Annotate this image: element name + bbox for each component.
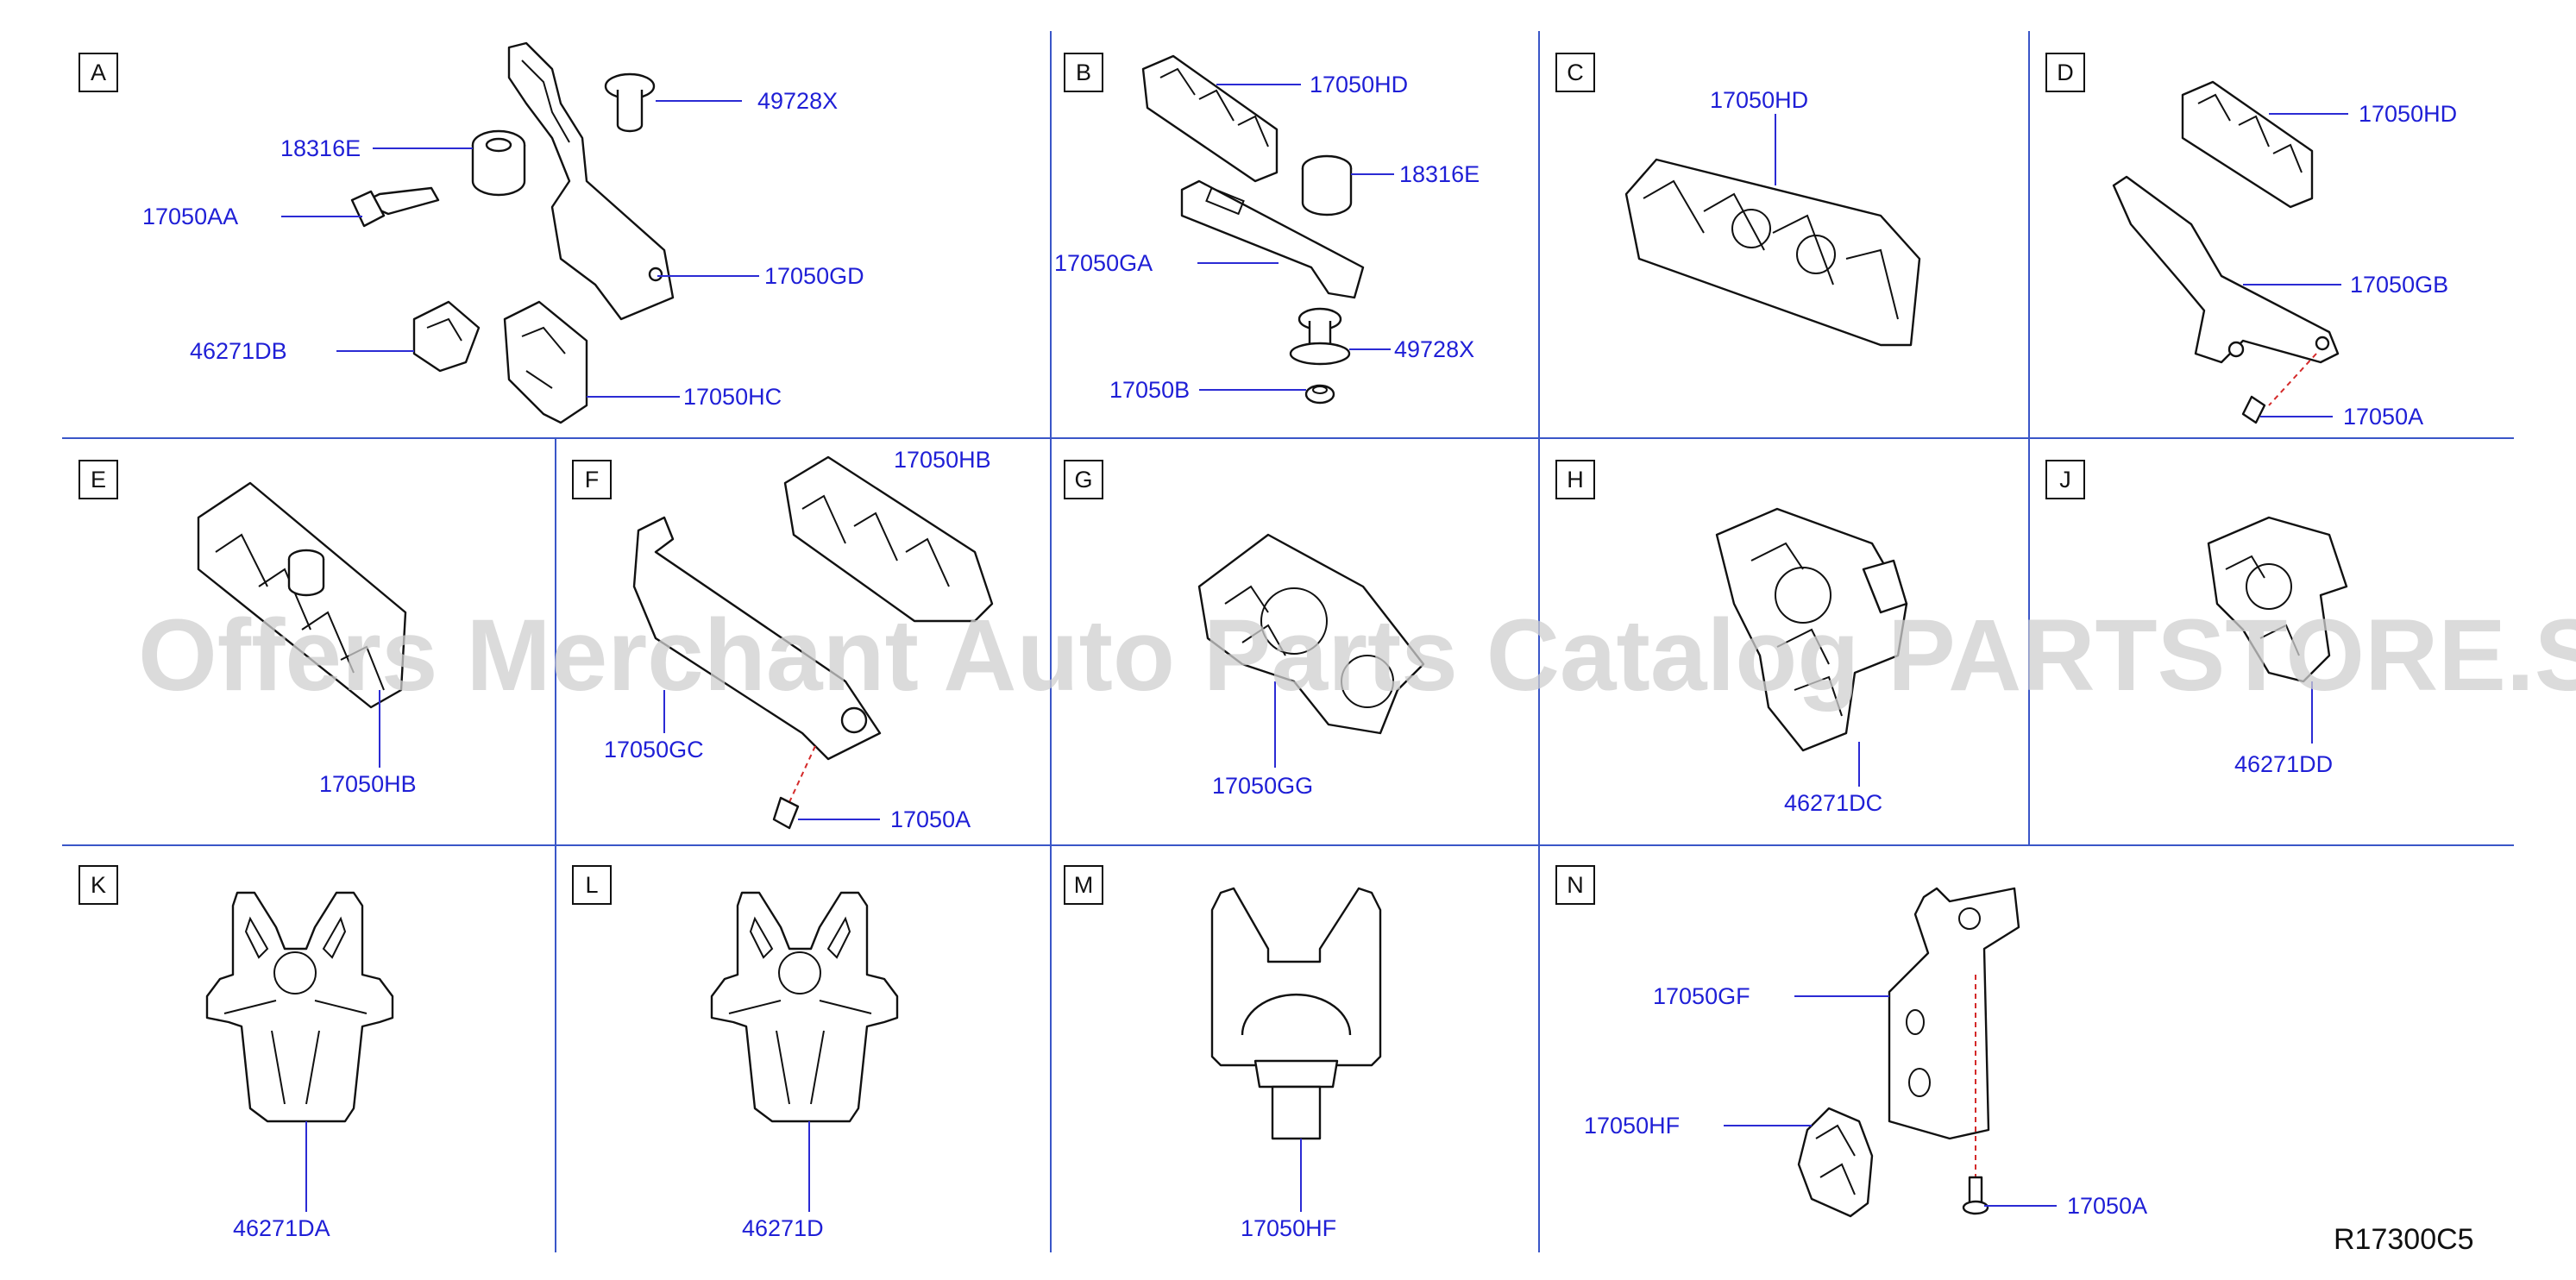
panel-letter-m: M [1064,865,1103,905]
panel-f-leaders [663,690,880,820]
panel-l-drawing [710,891,899,1123]
svg-text:B: B [1076,60,1091,85]
label-17050gd: 17050GD [764,263,864,289]
panel-n-drawing [1797,887,2020,1218]
label-46271db: 46271DB [190,338,287,364]
label-46271dd: 46271DD [2234,751,2333,777]
panel-letter-e: E [79,460,118,499]
label-17050gg: 17050GG [1212,773,1313,799]
label-17050hc: 17050HC [683,384,782,410]
panel-j-drawing [2207,516,2348,683]
svg-text:E: E [91,467,106,493]
svg-text:J: J [2059,467,2071,493]
panel-f-drawing [632,455,994,830]
panel-b-drawing [1141,54,1365,405]
panel-a-leaders [281,100,759,398]
panel-letter-j: J [2045,460,2085,499]
svg-text:G: G [1074,467,1092,493]
label-18316e: 18316E [1399,161,1480,187]
label-17050gc: 17050GC [604,737,704,762]
label-46271dc: 46271DC [1784,790,1882,816]
panel-letter-k: K [79,865,118,905]
label-17050b: 17050B [1109,377,1190,403]
clip-17050gg-drawing [1197,533,1425,735]
svg-text:K: K [91,872,106,898]
label-17050hb: 17050HB [319,771,417,797]
label-17050a: 17050A [2343,404,2423,430]
clip-17050hd-large-drawing [1624,158,1921,347]
clip-17050hf-drawing [1210,887,1382,1067]
panel-a-drawing [350,41,675,424]
label-49728x: 49728X [757,88,838,114]
label-17050hd: 17050HD [2359,101,2457,127]
panel-letter-d: D [2045,53,2085,92]
panel-letter-f: F [572,460,612,499]
panel-letter-h: H [1555,460,1595,499]
panel-m-drawing [1210,887,1382,1140]
clip-46271dd-drawing [2207,516,2348,683]
label-17050hf: 17050HF [1241,1215,1336,1241]
panel-letter-b: B [1064,53,1103,92]
label-17050a: 17050A [890,806,971,832]
clip-46271da-drawing [205,891,394,1123]
panel-letter-l: L [572,865,612,905]
clip-46271d-drawing [710,891,899,1123]
svg-text:C: C [1567,60,1584,85]
bracket-17050gc-drawing [632,516,882,761]
label-17050hd: 17050HD [1310,72,1408,97]
label-18316e: 18316E [280,135,361,161]
panel-letter-c: C [1555,53,1595,92]
svg-text:A: A [91,60,106,85]
label-17050ga: 17050GA [1054,250,1153,276]
bracket-17050gd-drawing [507,41,675,321]
clip-17050hf-small-drawing [1797,1107,1874,1218]
panel-b-leaders [1197,84,1394,391]
svg-text:H: H [1567,467,1584,493]
watermark-text: Offers Merchant Auto Parts Catalog PARTS… [138,599,2576,712]
label-17050hd: 17050HD [1710,87,1808,113]
label-17050a: 17050A [2067,1193,2147,1219]
label-46271d: 46271D [742,1215,824,1241]
panel-letter-g: G [1064,460,1103,499]
bracket-17050gf-drawing [1888,887,2020,1140]
label-17050aa: 17050AA [142,204,238,229]
label-17050hb: 17050HB [894,447,991,473]
panel-letter-a: A [79,53,118,92]
panel-d-leaders [2243,113,2348,417]
diagram-code: R17300C5 [2334,1223,2474,1256]
bracket-17050gb-drawing [2112,175,2340,364]
svg-text:L: L [585,872,598,898]
panel-k-drawing [205,891,394,1123]
label-17050gf: 17050GF [1653,983,1750,1009]
panel-d-drawing [2112,80,2340,424]
grid-lines [62,31,2514,1252]
label-49728x: 49728X [1394,336,1474,362]
svg-text:M: M [1074,872,1094,898]
label-17050hf: 17050HF [1584,1113,1680,1139]
panel-n-leaders [1724,995,2057,1207]
label-46271da: 46271DA [233,1215,330,1241]
bracket-17050ga-drawing [1180,179,1365,299]
svg-text:N: N [1567,872,1584,898]
svg-text:D: D [2057,60,2074,85]
panel-letters: A B C D E F G H J K L M N [79,53,2085,905]
panel-g-drawing [1197,533,1425,735]
label-17050gb: 17050GB [2350,272,2448,298]
clip-17050hd-drawing [1141,54,1279,183]
panel-h-drawing [1715,507,1908,752]
svg-text:F: F [585,467,600,493]
panel-letter-n: N [1555,865,1595,905]
panel-e-drawing [197,481,407,709]
panel-c-drawing [1624,158,1921,347]
